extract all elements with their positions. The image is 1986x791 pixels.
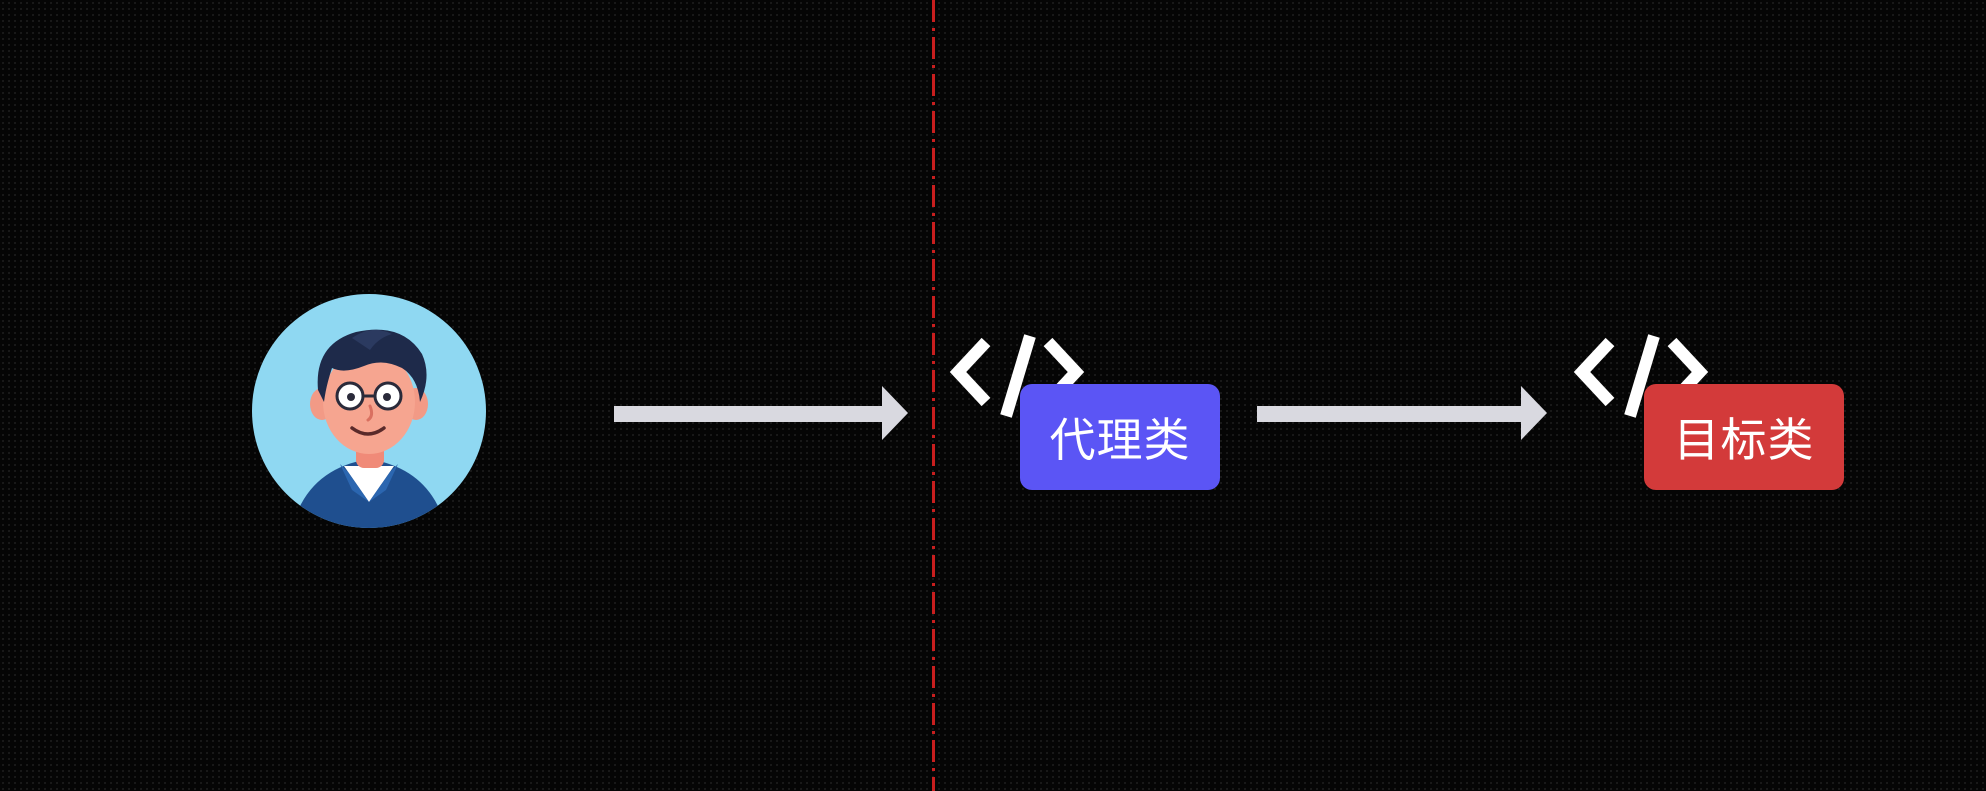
proxy-class-label: 代理类: [1049, 413, 1191, 467]
client-to-proxy-arrow: [614, 386, 908, 440]
user-avatar-icon: [252, 294, 486, 528]
boundary-divider-line: [932, 0, 935, 791]
target-class-label: 目标类: [1673, 413, 1815, 467]
proxy-to-target-arrow: [1257, 386, 1547, 440]
target-class-node: 目标类: [1644, 384, 1844, 490]
proxy-class-node: 代理类: [1020, 384, 1220, 490]
